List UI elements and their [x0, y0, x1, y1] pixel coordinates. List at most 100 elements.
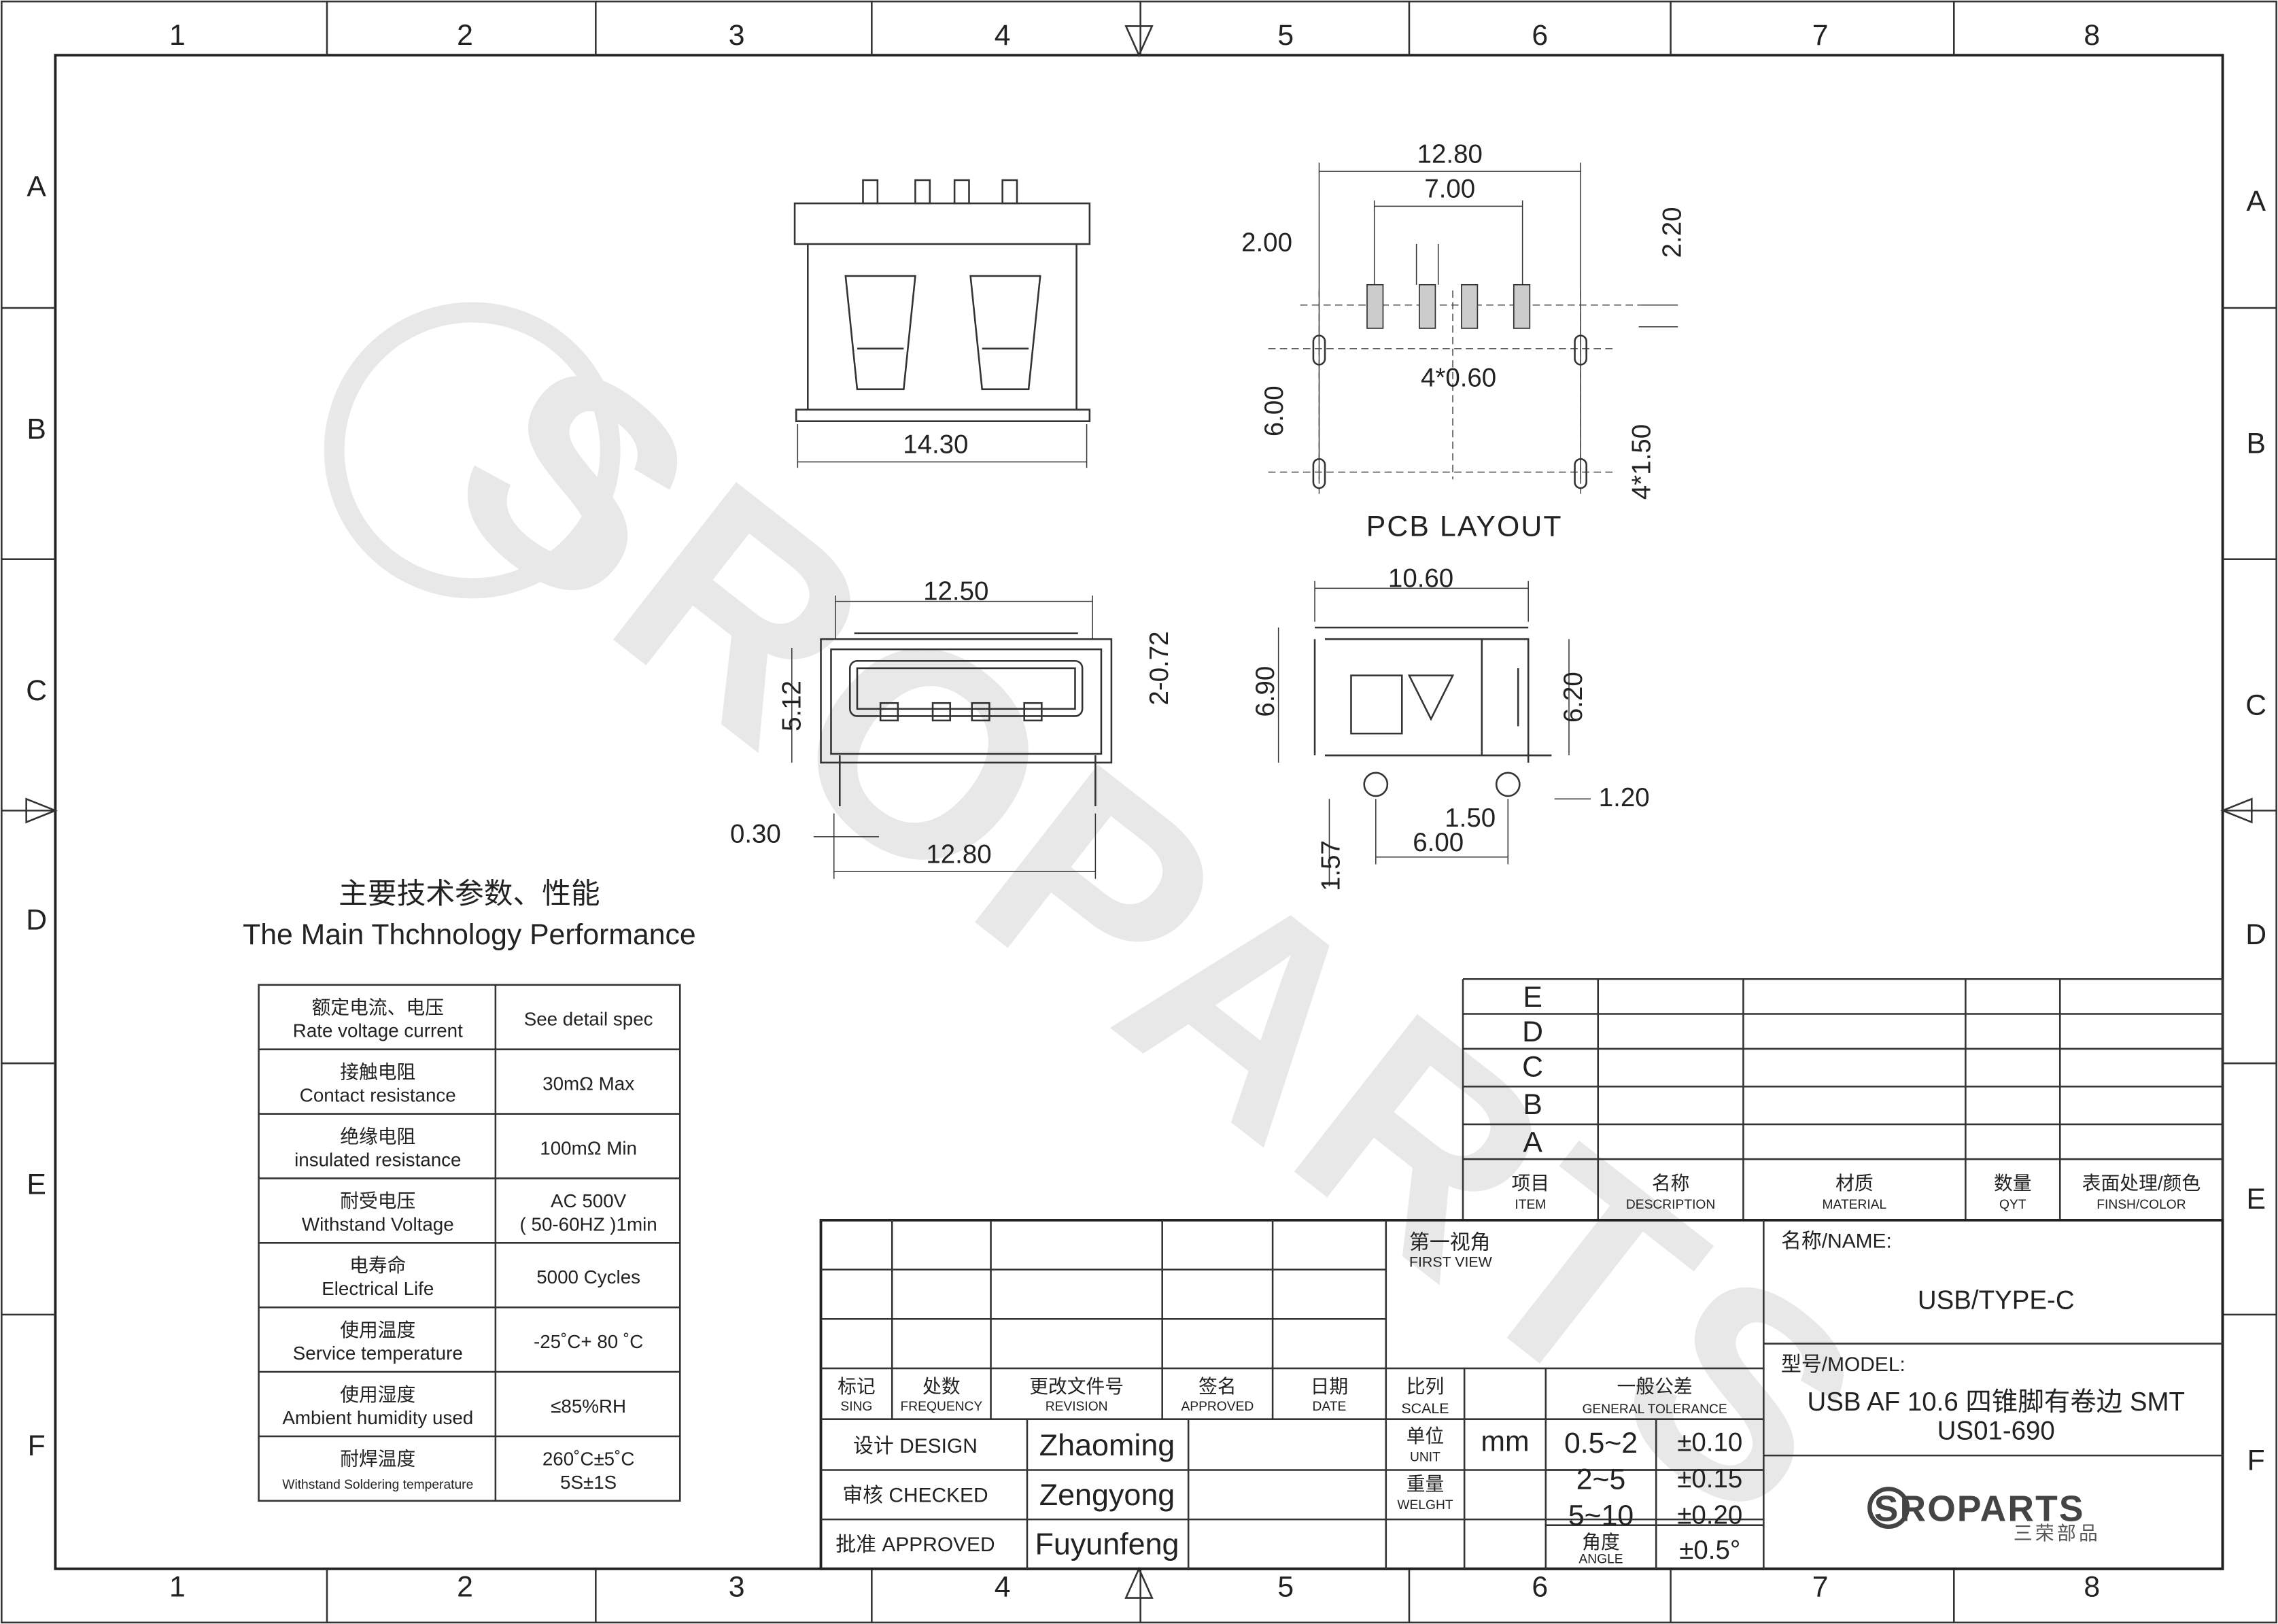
unit-en: UNIT — [1410, 1451, 1440, 1465]
weight-en: WELGHT — [1397, 1498, 1453, 1513]
scale-en: SCALE — [1401, 1400, 1449, 1417]
revision-header-en: ITEM — [1515, 1198, 1546, 1212]
centering-mark-icon — [25, 25, 2253, 1599]
zone-row-right: D — [2245, 918, 2266, 951]
change-header-en: DATE — [1313, 1400, 1347, 1414]
angle-cn: 角度 — [1582, 1532, 1620, 1553]
svg-text:1.20: 1.20 — [1599, 783, 1650, 812]
zone-row-right: C — [2245, 689, 2266, 721]
signoff-role: 批准 APPROVED — [835, 1534, 995, 1556]
revision-header-en: FINSH/COLOR — [2096, 1198, 2186, 1212]
svg-text:14.30: 14.30 — [903, 430, 968, 460]
change-header-en: SING — [840, 1400, 872, 1414]
revision-header-cn: 表面处理/颜色 — [2082, 1173, 2201, 1194]
revision-header-en: QYT — [1999, 1198, 2026, 1212]
change-header-cn: 标记 — [838, 1376, 876, 1397]
weight-cn: 重量 — [1407, 1473, 1445, 1494]
revision-letter: E — [1523, 981, 1542, 1014]
spec-value: -25˚C+ 80 ˚C — [534, 1331, 643, 1352]
spec-label-en: insulated resistance — [294, 1149, 461, 1170]
svg-text:6.00: 6.00 — [1413, 828, 1464, 857]
first-view-en: FIRST VIEW — [1409, 1254, 1493, 1270]
svg-text:2-0.72: 2-0.72 — [1145, 631, 1174, 705]
change-header-cn: 日期 — [1311, 1376, 1349, 1397]
revision-table: EDCBA项目ITEM名称DESCRIPTION材质MATERIAL数量QYT表… — [1462, 978, 2224, 1222]
change-header-en: APPROVED — [1181, 1400, 1254, 1414]
svg-text:主要技术参数、性能: 主要技术参数、性能 — [339, 878, 600, 910]
spec-label-en: Rate voltage current — [293, 1020, 463, 1041]
scale-cn: 比列 — [1407, 1376, 1445, 1397]
angle-tolerance: ±0.5° — [1679, 1536, 1740, 1565]
revision-letter: B — [1523, 1088, 1542, 1121]
revision-header-cn: 数量 — [1994, 1173, 2032, 1194]
zone-col-bottom: 1 — [169, 1570, 186, 1603]
revision-letter: D — [1522, 1016, 1543, 1048]
signoff-role: 审核 CHECKED — [842, 1485, 988, 1507]
svg-text:三荣部品: 三荣部品 — [2014, 1523, 2101, 1544]
zone-col-top: 6 — [1532, 19, 1548, 52]
change-header-cn: 更改文件号 — [1029, 1376, 1124, 1397]
name-label: 名称/NAME: — [1781, 1230, 1892, 1253]
zone-col-bottom: 6 — [1532, 1570, 1548, 1603]
revision-header-en: MATERIAL — [1823, 1198, 1887, 1212]
angle-en: ANGLE — [1578, 1552, 1623, 1566]
svg-text:10.60: 10.60 — [1388, 564, 1453, 593]
zone-row-left: E — [27, 1168, 46, 1200]
signoff-name: Zhaoming — [1039, 1428, 1175, 1462]
spec-value: See detail spec — [524, 1009, 653, 1030]
zone-row-left: B — [27, 413, 46, 445]
spec-label-cn: 接触电阻 — [340, 1061, 415, 1082]
svg-text:The Main Thchnology Performanc: The Main Thchnology Performance — [243, 918, 695, 951]
zone-col-bottom: 2 — [457, 1570, 473, 1603]
change-header-en: REVISION — [1046, 1400, 1108, 1414]
spec-label-en: Ambient humidity used — [282, 1407, 473, 1428]
svg-text:4*0.60: 4*0.60 — [1421, 363, 1496, 392]
spec-value: 260˚C±5˚C — [542, 1449, 635, 1470]
zone-col-top: 1 — [169, 19, 186, 52]
signoff-name: Zengyong — [1039, 1477, 1175, 1512]
top-view: 14.30 — [793, 179, 1091, 468]
tolerance-range: 2~5 — [1576, 1463, 1625, 1496]
svg-text:2.20: 2.20 — [1658, 207, 1687, 258]
zone-col-top: 3 — [729, 19, 745, 52]
signoff-role: 设计 DESIGN — [853, 1435, 978, 1457]
model-label: 型号/MODEL: — [1781, 1353, 1905, 1376]
unit-cn: 单位 — [1407, 1426, 1445, 1447]
zone-col-top: 8 — [2084, 19, 2100, 52]
zone-row-right: F — [2247, 1444, 2265, 1476]
part-name: USB/TYPE-C — [1918, 1285, 2075, 1315]
zone-col-top: 5 — [1277, 19, 1294, 52]
tolerance-en: GENERAL TOLERANCE — [1582, 1402, 1727, 1417]
spec-label-cn: 使用温度 — [340, 1319, 415, 1341]
svg-text:12.80: 12.80 — [926, 840, 991, 869]
title-block: 标记SING处数FREQUENCY更改文件号REVISION签名APPROVED… — [819, 1219, 2224, 1570]
zone-row-left: F — [28, 1430, 46, 1462]
pcb-layout: 12.80 7.00 2.00 2.20 4*0.60 6.00 4*1.50 … — [1241, 139, 1687, 542]
spec-value: 30mΩ Max — [542, 1073, 634, 1094]
svg-text:0.30: 0.30 — [730, 819, 781, 848]
side-view: 10.60 6.90 6.20 1.20 1.50 6.00 1.57 — [1251, 564, 1649, 891]
model-line2: US01-690 — [1937, 1417, 2055, 1446]
zone-row-left: D — [26, 904, 47, 937]
svg-text:6.90: 6.90 — [1251, 666, 1280, 717]
zone-row-left: C — [26, 674, 47, 707]
spec-value: AC 500V — [551, 1190, 627, 1211]
revision-header-cn: 项目 — [1512, 1173, 1550, 1194]
signoff-name: Fuyunfeng — [1035, 1526, 1179, 1561]
revision-letter: C — [1522, 1050, 1543, 1083]
zone-col-bottom: 8 — [2084, 1570, 2100, 1603]
revision-header-cn: 名称 — [1652, 1173, 1690, 1194]
spec-label-cn: 绝缘电阻 — [340, 1126, 415, 1147]
tolerance-range: 5~10 — [1568, 1500, 1634, 1532]
spec-value: 5000 Cycles — [536, 1266, 640, 1288]
spec-label-en: Withstand Voltage — [302, 1213, 454, 1234]
tolerance-value: ±0.10 — [1677, 1428, 1742, 1457]
